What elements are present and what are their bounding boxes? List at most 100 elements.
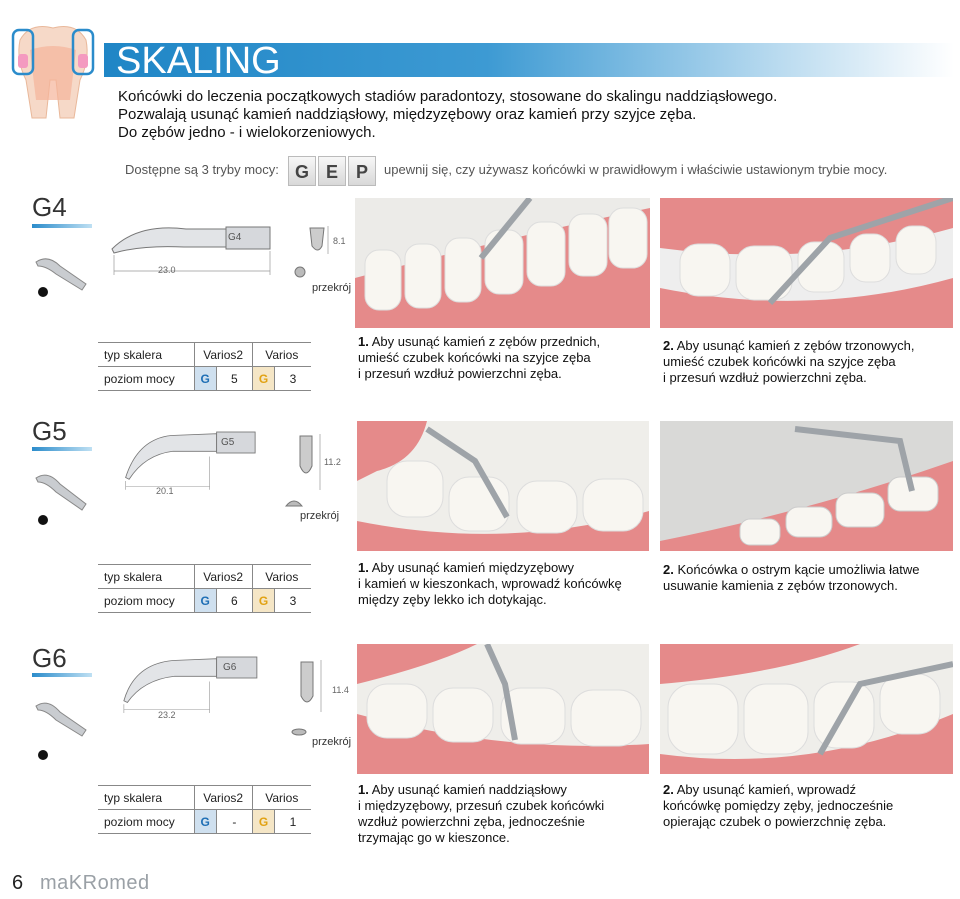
caption-text: Aby usunąć kamień międzyzębowy [368, 560, 575, 575]
photo-g4-front-teeth [355, 198, 650, 328]
power-level-label: poziom mocy [98, 588, 194, 613]
caption-text: i kamień w kieszonkach, wprowadź końcówk… [358, 576, 622, 591]
tip-thumbnail-icon [35, 474, 87, 511]
caption-text: końcówkę pomiędzy zęby, jednocześnie [663, 798, 894, 813]
caption-text: i międzyzębowy, przesuń czubek końcówki [358, 798, 605, 813]
scaler-varios2: Varios2 [193, 342, 253, 367]
height-label: 8.1 [333, 236, 346, 246]
caption-num: 1. [358, 782, 369, 797]
caption-text: opierając czubek o powierzchnię zęba. [663, 814, 887, 829]
mode-g-badge: G [193, 809, 217, 834]
tip-g6-drawing [123, 656, 258, 713]
tip-label: G4 [228, 232, 242, 243]
caption-text: i przesuń wzdłuż powierzchni zęba. [663, 370, 867, 385]
caption-g5-1: 1. Aby usunąć kamień międzyzębowy i kami… [358, 560, 622, 608]
power-dot-icon [38, 750, 48, 760]
intro-text: Końcówki do leczenia początkowych stadió… [118, 88, 777, 142]
caption-text: Aby usunąć kamień, wprowadź [673, 782, 856, 797]
caption-text: usuwanie kamienia z zębów trzonowych. [663, 578, 898, 593]
mode-g-box: G [288, 156, 316, 186]
caption-g6-2: 2. Aby usunąć kamień, wprowadź końcówkę … [663, 782, 893, 830]
tip-g5-drawing [125, 431, 256, 490]
power-value: 3 [274, 588, 311, 613]
section-underline [32, 224, 92, 228]
photo-g5-interdental [357, 421, 649, 551]
tip-thumbnail-icon [35, 702, 87, 737]
photo-g4-molars [660, 198, 953, 328]
caption-text: Aby usunąć kamień naddziąsłowy [368, 782, 567, 797]
spec-table-g6: typ skalera Varios2 Varios poziom mocy G… [98, 785, 311, 834]
spec-table-g4: typ skalera Varios2 Varios poziom mocy G… [98, 342, 311, 391]
mode-g-badge: G [251, 366, 275, 391]
mode-e-box: E [318, 156, 346, 186]
photo-g6-supragingival [357, 644, 649, 774]
scaler-varios2: Varios2 [193, 564, 253, 589]
caption-text: trzymając go w kieszonce. [358, 830, 510, 845]
scaler-varios: Varios [251, 785, 311, 810]
cross-section-g4-drawing [294, 226, 329, 278]
caption-num: 2. [663, 338, 674, 353]
scaler-varios: Varios [251, 564, 311, 589]
cross-section-label: przekrój [312, 736, 352, 748]
page-title: SKALING [116, 40, 281, 82]
caption-num: 1. [358, 560, 369, 575]
length-label: 23.0 [158, 265, 176, 275]
power-value: 3 [274, 366, 311, 391]
caption-g4-2: 2. Aby usunąć kamień z zębów trzonowych,… [663, 338, 914, 386]
mode-g-badge: G [251, 588, 275, 613]
scaler-varios: Varios [251, 342, 311, 367]
mode-p-box: P [348, 156, 376, 186]
caption-text: Aby usunąć kamień z zębów trzonowych, [673, 338, 915, 353]
scaler-varios2: Varios2 [193, 785, 253, 810]
power-value: 5 [215, 366, 253, 391]
tip-thumbnail-icon [35, 258, 87, 291]
scaler-type-label: typ skalera [98, 342, 194, 367]
cross-section-g6-drawing [291, 660, 322, 736]
power-value: 6 [215, 588, 253, 613]
photo-g5-molars [660, 421, 953, 551]
tip-label: G5 [221, 437, 235, 448]
caption-num: 2. [663, 782, 674, 797]
power-value: 1 [274, 809, 311, 834]
intro-line: Pozwalają usunąć kamień naddziąsłowy, mi… [118, 106, 697, 123]
scaler-type-label: typ skalera [98, 564, 194, 589]
caption-g4-1: 1. Aby usunąć kamień z zębów przednich, … [358, 334, 600, 382]
power-value: - [215, 809, 253, 834]
power-dot-icon [38, 287, 48, 297]
caption-text: między zęby lekko ich dotykając. [358, 592, 547, 607]
caption-text: umieść czubek końcówki na szyjce zęba [358, 350, 591, 365]
height-label: 11.4 [332, 685, 349, 695]
intro-line: Do zębów jedno - i wielokorzeniowych. [118, 124, 376, 141]
caption-g6-1: 1. Aby usunąć kamień naddziąsłowy i międ… [358, 782, 604, 846]
caption-num: 2. [663, 562, 674, 577]
caption-text: wzdłuż powierzchni zęba, jednocześnie [358, 814, 585, 829]
title-bar [104, 43, 954, 77]
section-title-g5: G5 [32, 416, 67, 446]
power-dot-icon [38, 515, 48, 525]
brand-logo: maKRomed [40, 872, 150, 894]
caption-text: umieść czubek końcówki na szyjce zęba [663, 354, 896, 369]
caption-text: Końcówka o ostrym kącie umożliwia łatwe [673, 562, 920, 577]
length-label: 20.1 [156, 486, 174, 496]
modes-label: Dostępne są 3 tryby mocy: [125, 162, 279, 177]
caption-num: 1. [358, 334, 369, 349]
scaler-type-label: typ skalera [98, 785, 194, 810]
caption-text: i przesuń wzdłuż powierzchni zęba. [358, 366, 562, 381]
section-title-g6: G6 [32, 643, 67, 673]
cross-section-label: przekrój [300, 510, 340, 522]
power-level-label: poziom mocy [98, 809, 194, 834]
section-underline [32, 673, 92, 677]
cross-section-g5-drawing [284, 434, 321, 507]
intro-line: Końcówki do leczenia początkowych stadió… [118, 88, 778, 105]
caption-text: Aby usunąć kamień z zębów przednich, [368, 334, 601, 349]
page-number: 6 [12, 872, 24, 894]
tip-g4-drawing [111, 226, 271, 275]
section-underline [32, 447, 92, 451]
modes-note: upewnij się, czy używasz końcówki w praw… [384, 162, 888, 177]
spec-table-g5: typ skalera Varios2 Varios poziom mocy G… [98, 564, 311, 613]
mode-g-badge: G [251, 809, 275, 834]
section-title-g4: G4 [32, 192, 67, 222]
photo-g6-interdental [660, 644, 953, 774]
mode-g-badge: G [193, 588, 217, 613]
tooth-diagram-icon [11, 26, 95, 119]
